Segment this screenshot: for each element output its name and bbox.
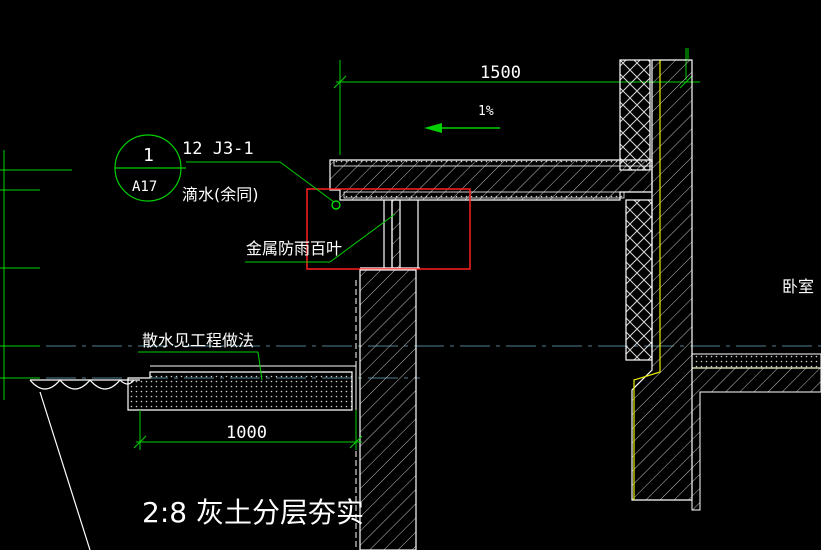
room-label: 卧室 (782, 277, 814, 296)
louver-opening (360, 199, 420, 269)
soil-symbol (29, 379, 140, 550)
reference-code: 12 J3-1 (182, 139, 254, 159)
detail-callout[interactable]: 1 A17 (114, 134, 186, 202)
note-drip: 滴水(余同) (182, 185, 259, 204)
note-louver: 金属防雨百叶 (246, 239, 342, 258)
highlight-box[interactable] (306, 188, 471, 270)
canopy-top-finish (333, 159, 653, 167)
note-fill: 2:8 灰土分层夯实 (142, 496, 364, 529)
insulation-lower (625, 199, 653, 361)
wall-left-concrete (359, 269, 417, 550)
leaders (138, 161, 396, 381)
apron-slab (127, 371, 353, 411)
wall-right-concrete (631, 59, 693, 501)
callout-number: 1 (143, 145, 154, 166)
left-dimension-chain (0, 150, 72, 400)
slope-arrow (424, 123, 500, 133)
floor-slab-right (691, 367, 821, 511)
dimension-top-text: 1500 (480, 63, 521, 83)
floor-finish-right (691, 353, 821, 369)
insulation-upper (619, 59, 651, 171)
wall-right-yellow-line (633, 60, 661, 500)
canopy-slab (329, 159, 653, 201)
dimension-1000 (133, 410, 363, 450)
callout-sheet: A17 (132, 179, 157, 195)
note-apron: 散水见工程做法 (142, 331, 254, 350)
dimension-bottom-text: 1000 (226, 423, 267, 443)
slope-text: 1% (478, 104, 494, 119)
drip-mark (331, 200, 341, 210)
canopy-bottom-finish (343, 191, 625, 199)
